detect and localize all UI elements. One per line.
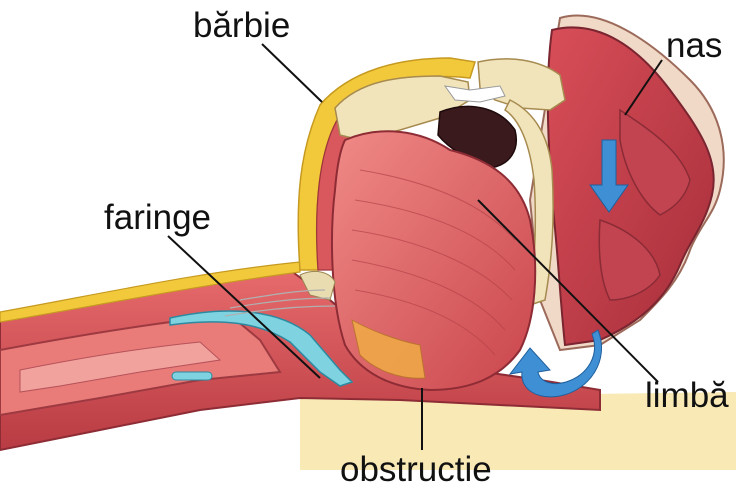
label-obstructie: obstructie [340, 452, 492, 487]
label-nas: nas [666, 28, 722, 63]
label-limba: limbă [645, 378, 729, 413]
label-barbie: bărbie [193, 8, 290, 43]
trachea-blue-band [172, 372, 212, 380]
nasal-cavity [548, 27, 714, 345]
label-faringe: faringe [104, 200, 211, 235]
